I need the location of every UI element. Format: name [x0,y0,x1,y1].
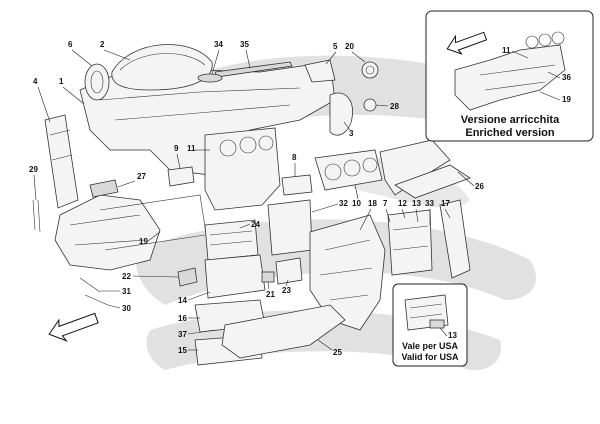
inset-enriched-version: 11 36 19 Versione arricchita Enriched ve… [425,10,594,142]
inset-usa-version: 13 Vale per USA Valid for USA [392,283,468,367]
knob-28 [363,98,377,112]
callout-32: 32 [339,199,348,208]
radio-bracket [387,209,433,276]
speaker-grille [197,73,223,83]
callout-26: 26 [475,182,484,191]
left-frame [54,194,161,271]
inset-callout-11: 11 [502,46,511,55]
callout-9: 9 [174,144,179,153]
callout-1: 1 [59,77,64,86]
glovebox-door [204,254,266,299]
rod-31 [79,277,101,293]
callout-35: 35 [240,40,249,49]
callout-8: 8 [292,153,297,162]
callout-29: 29 [29,165,38,174]
callout-10: 10 [352,199,361,208]
callout-22: 22 [122,272,131,281]
side-bracket [439,199,471,279]
callout-37: 37 [178,330,187,339]
inset-enriched-title-en: Enriched version [465,127,555,139]
callout-28: 28 [390,102,399,111]
knob-20 [361,61,379,79]
callout-31: 31 [122,287,131,296]
trim-lower [394,164,471,199]
callout-11: 11 [187,144,196,153]
callout-19: 19 [139,237,148,246]
callout-25: 25 [333,348,342,357]
callout-3: 3 [349,129,354,138]
callout-7: 7 [383,199,388,208]
callout-30: 30 [122,304,131,313]
callout-15: 15 [178,346,187,355]
arrow-up-left-icon [446,31,488,55]
side-vent-3 [329,92,353,136]
bracket-32 [267,199,313,256]
usa-callout-13: 13 [448,331,457,340]
inset-callout-19: 19 [562,95,571,104]
plate-9 [167,166,195,187]
center-tunnel [309,214,386,331]
callout-2: 2 [100,40,105,49]
inset-callout-36: 36 [562,73,571,82]
left-vent [84,63,110,101]
callout-17: 17 [441,199,450,208]
callout-20: 20 [345,42,354,51]
callout-27: 27 [137,172,146,181]
callout-18: 18 [368,199,377,208]
callout-33: 33 [425,199,434,208]
switch-21 [261,271,275,283]
lower-panel-25 [221,304,346,359]
plate-8 [281,174,313,196]
center-console-housing [204,127,281,211]
panel-23 [275,257,303,285]
callout-16: 16 [178,314,187,323]
callout-6: 6 [68,40,73,49]
rod-30 [84,294,109,306]
callout-5: 5 [333,42,338,51]
arrow-up-left-icon [48,312,99,342]
callout-24: 24 [251,220,260,229]
callout-23: 23 [282,286,291,295]
dashboard-parts [32,44,471,366]
left-side-panel [44,114,79,209]
callout-12: 12 [398,199,407,208]
callout-14: 14 [178,296,187,305]
inset-usa-title-en: Valid for USA [401,352,459,362]
small-cover [304,59,336,83]
callout-13: 13 [412,199,421,208]
inset-enriched-title-it: Versione arricchita [461,114,560,126]
bracket-27 [89,179,119,198]
callout-4: 4 [33,77,38,86]
left-bracket [32,199,41,233]
callout-21: 21 [266,290,275,299]
callouts: 6 2 34 35 5 20 4 1 28 3 9 11 8 29 27 26 … [29,40,484,357]
bolt-22 [177,267,198,287]
callout-34: 34 [214,40,223,49]
inset-usa-title-it: Vale per USA [402,341,459,351]
